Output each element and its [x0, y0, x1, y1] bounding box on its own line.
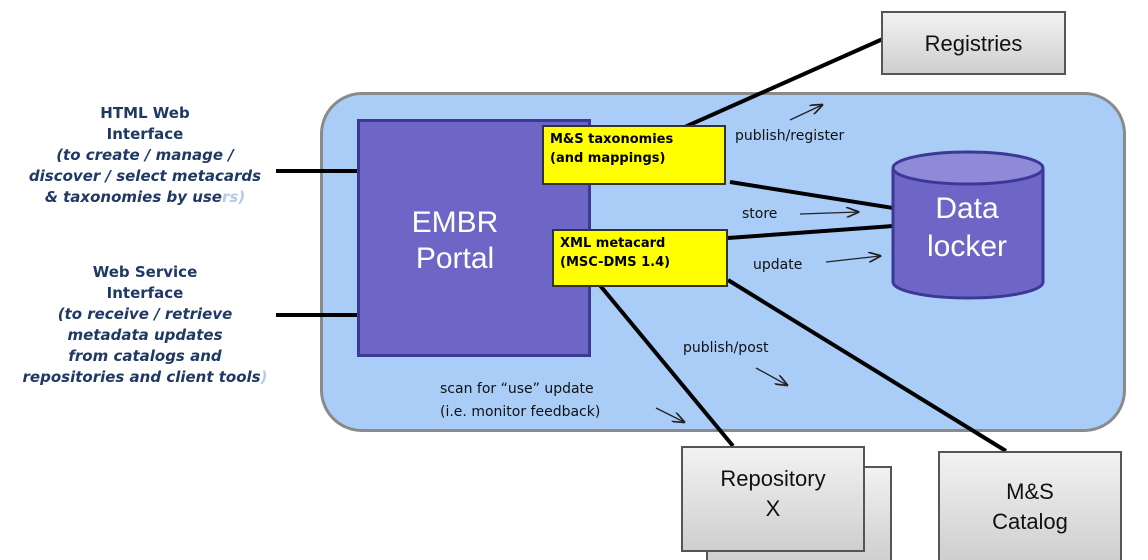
metacard-line1: XML metacard [560, 236, 666, 251]
html-interface-desc-3b: rs) [222, 188, 246, 206]
html-interface-desc-3a: & taxonomies by use [44, 188, 222, 206]
ws-interface-desc-4: repositories and client tools) [0, 367, 290, 388]
html-interface-title-1: HTML Web [100, 104, 190, 122]
scan-arrow [655, 407, 684, 422]
scan-label-line1: scan for “use” update [440, 381, 594, 397]
ws-interface-desc-4b: ) [260, 368, 268, 386]
repository-line1: Repository [720, 466, 826, 491]
taxonomies-line2: (and mappings) [550, 151, 666, 166]
ws-interface-desc-2: metadata updates [67, 326, 223, 344]
catalog-connector [726, 278, 1008, 453]
data-locker-label: Data locker [897, 190, 1037, 266]
html-interface-desc-1: (to create / manage / [56, 146, 234, 164]
scan-label-line2: (i.e. monitor feedback) [440, 404, 601, 420]
publish-post-arrow [755, 367, 787, 385]
repository-box: Repository X [681, 446, 865, 552]
metacard-line2: (MSC-DMS 1.4) [560, 255, 671, 270]
data-locker-cylinder [891, 150, 1045, 300]
embr-portal-label: EMBR Portal [395, 205, 515, 277]
metacard-box: XML metacard (MSC-DMS 1.4) [552, 229, 728, 287]
taxonomies-box: M&S taxonomies (and mappings) [542, 125, 726, 185]
html-interface-title-2: Interface [106, 125, 184, 143]
store-label: store [742, 206, 778, 222]
ws-interface-title-2: Interface [106, 284, 184, 302]
metacard-to-locker-connector [727, 224, 894, 240]
ws-interface-desc-3: from catalogs and [68, 347, 222, 365]
registries-connector [659, 36, 886, 140]
repository-line2: X [765, 496, 781, 521]
ws-interface-desc-4a: repositories and client tools [22, 368, 261, 386]
portal-label-line1: EMBR [411, 206, 499, 239]
publish-post-label: publish/post [683, 340, 769, 356]
html-interface-desc-2: discover / select metacards [28, 167, 262, 185]
ws-interface-desc-1: (to receive / retrieve [57, 305, 233, 323]
ws-interface-label: Web Service Interface (to receive / retr… [0, 262, 290, 388]
html-interface-desc-3: & taxonomies by users) [0, 187, 290, 208]
registries-box: Registries [881, 11, 1066, 75]
catalog-line1: M&S [1006, 479, 1054, 504]
registries-label: Registries [924, 31, 1023, 56]
catalog-line2: Catalog [992, 509, 1068, 534]
portal-label-line2: Portal [415, 242, 495, 275]
update-label: update [753, 257, 803, 273]
data-locker-line1: Data [935, 192, 999, 225]
catalog-box: M&S Catalog [938, 451, 1122, 560]
ws-interface-title-1: Web Service [92, 263, 198, 281]
publish-register-arrow [789, 105, 822, 121]
store-arrow [799, 212, 858, 214]
publish-register-label: publish/register [735, 128, 845, 144]
data-locker-line2: locker [926, 230, 1008, 263]
taxonomies-line1: M&S taxonomies [550, 132, 674, 147]
repository-connector [596, 281, 735, 448]
taxonomies-to-locker-connector [729, 180, 894, 210]
update-arrow [825, 256, 880, 263]
html-interface-label: HTML Web Interface (to create / manage /… [0, 103, 290, 208]
